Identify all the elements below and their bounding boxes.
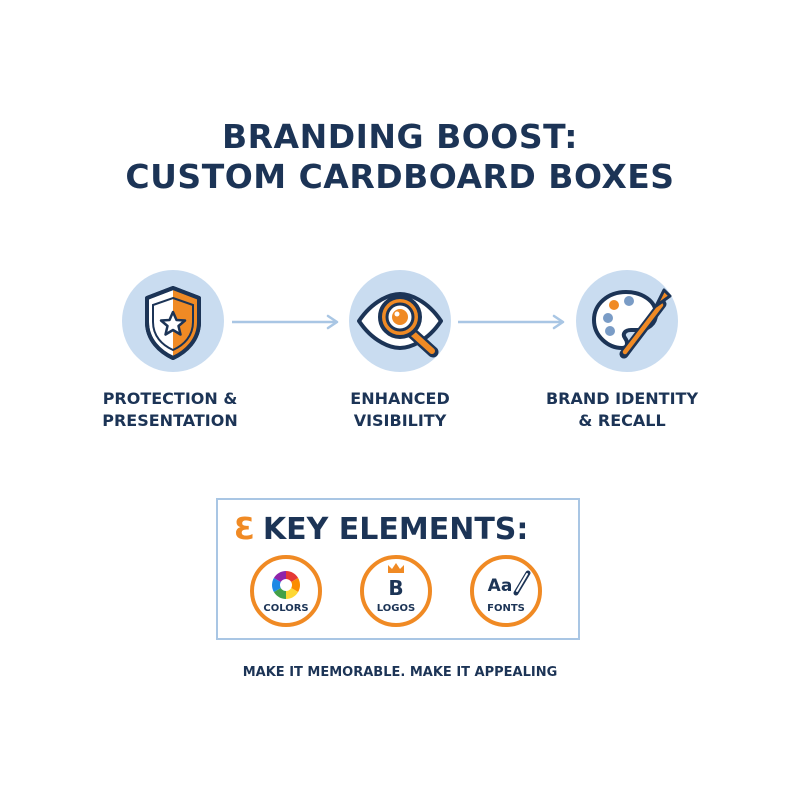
tagline: MAKE IT MEMORABLE. MAKE IT APPEALING — [242, 665, 558, 680]
step-brand-line-1: BRAND IDENTITY — [545, 389, 699, 408]
element-fonts: Aa FONTS — [470, 555, 542, 627]
logo-glyph: B — [388, 576, 403, 600]
step-protection-circle — [122, 270, 224, 372]
page-title: BRANDING BOOST: CUSTOM CARDBOARD BOXES — [0, 117, 800, 197]
step-protection-line-1: PROTECTION & — [102, 389, 238, 408]
step-protection-line-2: PRESENTATION — [102, 411, 238, 430]
shield-star-icon — [145, 286, 201, 360]
step-visibility-label: ENHANCED VISIBILITY — [290, 388, 510, 432]
element-fonts-label: FONTS — [487, 603, 525, 614]
title-line-2: CUSTOM CARDBOARD BOXES — [125, 157, 675, 196]
arrow-right-icon — [232, 314, 339, 330]
step-protection-label: PROTECTION & PRESENTATION — [60, 388, 280, 432]
color-wheel-icon — [272, 571, 300, 599]
crown-b-logo-icon: B — [388, 563, 404, 600]
step-visibility-circle — [349, 270, 451, 372]
key-elements-heading: KEY ELEMENTS: — [262, 512, 529, 547]
eye-magnifier-icon — [357, 292, 443, 358]
arrow-right-icon — [458, 314, 565, 330]
step-visibility-line-2: VISIBILITY — [353, 411, 447, 430]
step-brand-circle — [576, 270, 678, 372]
palette-brush-icon — [592, 288, 672, 359]
element-logos-label: LOGOS — [376, 603, 416, 614]
element-colors-label: COLORS — [263, 603, 309, 614]
key-elements-marker-icon: Ɛ — [234, 512, 255, 547]
element-logos: B LOGOS — [360, 555, 432, 627]
title-line-1: BRANDING BOOST: — [221, 117, 578, 156]
step-brand-label: BRAND IDENTITY & RECALL — [512, 388, 732, 432]
font-pen-icon: Aa — [488, 570, 531, 596]
step-visibility-line-1: ENHANCED — [350, 389, 450, 408]
element-colors: COLORS — [250, 555, 322, 627]
step-brand-line-2: & RECALL — [578, 411, 666, 430]
font-glyph: Aa — [488, 576, 513, 596]
